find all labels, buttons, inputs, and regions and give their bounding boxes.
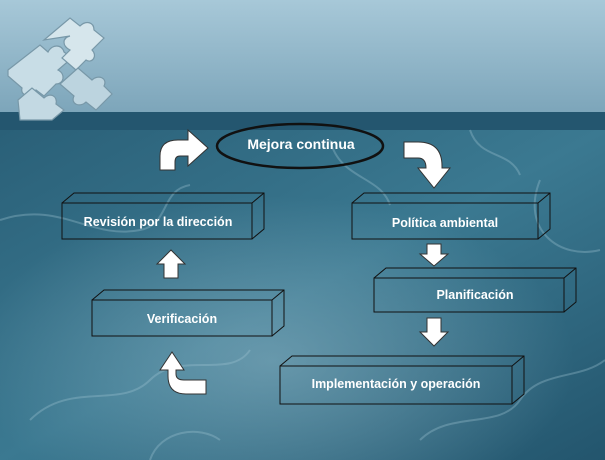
curved-arrow-up-icon: [159, 351, 207, 395]
curved-arrow-right-icon: [159, 128, 209, 171]
box-implementacion: [279, 355, 525, 405]
implementacion-label: Implementación y operación: [311, 377, 481, 391]
revision-label: Revisión por la dirección: [83, 215, 233, 229]
arrow-up-icon: [155, 249, 187, 279]
box-revision: [61, 192, 265, 240]
arrow-down-icon-2: [418, 317, 450, 347]
box-politica: [351, 192, 551, 240]
politica-label: Política ambiental: [391, 216, 499, 230]
curved-arrow-down-icon: [403, 141, 452, 189]
planificacion-label: Planificación: [436, 288, 514, 302]
mejora-continua-label: Mejora continua: [247, 136, 355, 152]
box-verificacion: [91, 289, 285, 337]
arrow-down-icon: [418, 243, 450, 267]
mejora-ellipse: [215, 122, 385, 170]
box-planificacion: [373, 267, 577, 313]
verificacion-label: Verificación: [146, 312, 218, 326]
puzzle-pieces-icon: [7, 17, 113, 121]
